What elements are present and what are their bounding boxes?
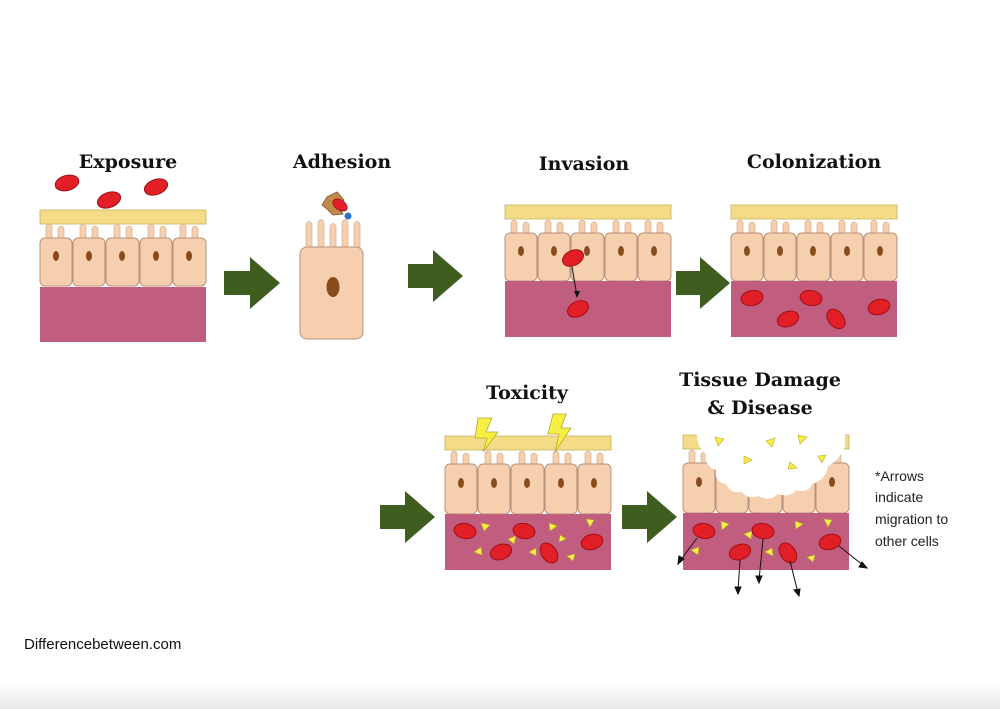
damaged-tissue-area <box>696 432 845 499</box>
flow-arrow <box>380 491 435 543</box>
microvilli <box>45 223 199 241</box>
bacterium <box>728 543 752 561</box>
panel-adhesion <box>299 191 364 340</box>
nucleus <box>326 277 340 297</box>
bacterium <box>751 522 775 540</box>
microvilli <box>510 219 664 237</box>
panel-exposure <box>39 174 207 342</box>
source-credit: Differencebetween.com <box>24 636 181 653</box>
flow-arrow <box>224 257 280 309</box>
mucus-layer <box>39 209 207 225</box>
toxin-particles <box>473 518 595 562</box>
bacterium <box>778 542 798 564</box>
lightning-icon <box>547 413 572 453</box>
note-line: other cells <box>875 533 939 549</box>
stage-title-toxicity: Toxicity <box>486 382 569 404</box>
bacterium <box>512 522 536 540</box>
bacterium <box>867 298 891 316</box>
stage-title-invasion: Invasion <box>539 153 630 175</box>
stage-title-adhesion: Adhesion <box>292 151 392 173</box>
bacterium <box>453 522 477 540</box>
bacterium <box>826 308 846 330</box>
migration-arrows <box>677 537 869 598</box>
bacterium <box>799 289 823 307</box>
microvilli <box>305 219 361 251</box>
bacterium <box>818 533 842 551</box>
bottom-fade <box>0 682 1000 709</box>
epithelial-cells <box>39 237 207 287</box>
panel-invasion <box>504 204 672 337</box>
epithelial-cells <box>444 463 612 515</box>
tissue-layer <box>40 287 206 342</box>
bacterium <box>567 300 589 318</box>
mucus-layer <box>444 435 612 451</box>
bacterium <box>562 249 584 267</box>
bacterium <box>143 178 169 196</box>
panel-damage <box>677 432 869 598</box>
stage-title-colonization: Colonization <box>747 151 881 173</box>
stage-title-damage-line2: & Disease <box>707 397 812 419</box>
mucus-layer <box>504 204 672 220</box>
bacterium <box>54 174 80 192</box>
panel-colonization <box>730 204 898 337</box>
migration-note: *Arrows indicate migration to other cell… <box>875 468 948 549</box>
bacterium <box>740 289 764 307</box>
note-line: *Arrows <box>875 468 924 484</box>
mucus-layer <box>730 204 898 220</box>
epithelial-cells <box>504 232 672 282</box>
bacterium <box>539 542 559 564</box>
toxin-particles <box>690 434 833 563</box>
stage-title-exposure: Exposure <box>79 151 177 173</box>
bacterium <box>776 310 800 328</box>
adhering-bacterium <box>321 191 352 220</box>
lightning-icon <box>474 417 499 453</box>
bacterium <box>580 533 604 551</box>
stage-title-damage-line1: Tissue Damage <box>679 369 841 391</box>
bacterium <box>96 191 122 209</box>
bacterium <box>489 543 513 561</box>
epithelial-cells <box>730 232 898 282</box>
bacterium <box>692 522 716 540</box>
flow-arrow <box>408 250 463 302</box>
flow-arrow <box>622 491 677 543</box>
note-line: migration to <box>875 511 948 527</box>
note-line: indicate <box>875 489 923 505</box>
panel-toxicity <box>444 413 612 570</box>
flow-arrow <box>676 257 730 309</box>
